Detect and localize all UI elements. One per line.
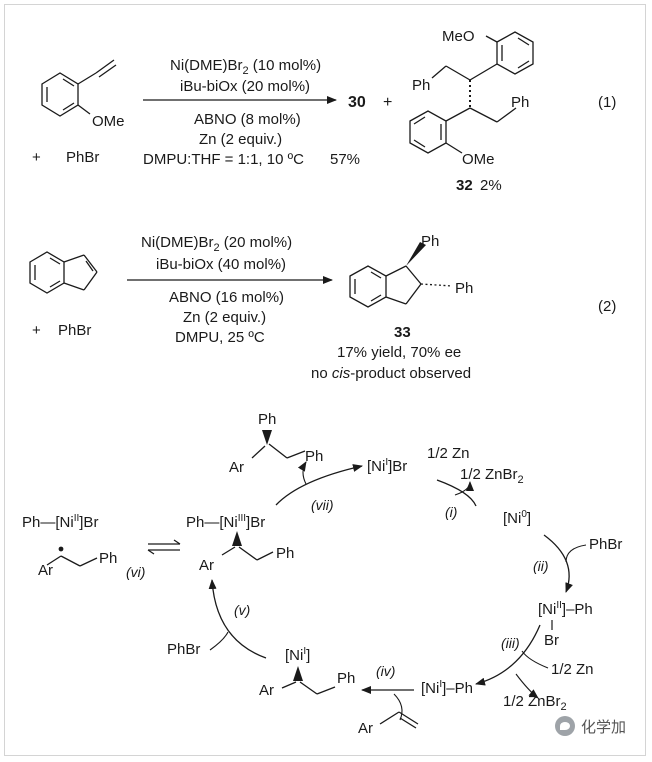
watermark: 化学加 xyxy=(555,714,626,738)
product-30-id: 30 xyxy=(348,94,366,111)
cycle-znbr2-i: 1/2 ZnBr2 xyxy=(460,466,524,486)
cycle-zn-i: 1/2 Zn xyxy=(427,445,470,462)
byproduct-ph-label-1: Ph xyxy=(412,77,430,94)
step-vi: (vi) xyxy=(126,564,145,580)
ni-alkyl-wedge xyxy=(293,666,303,681)
eq1-zn: Zn (2 equiv.) xyxy=(199,131,282,148)
arrow-step-i xyxy=(436,479,477,507)
eq2-note: no cis-product observed xyxy=(311,365,471,382)
species-ni-i-alkyl: [NiI] xyxy=(285,646,310,664)
eq1-catalyst: Ni(DME)Br2 (10 mol%) xyxy=(170,57,321,77)
ni-iii-wedge xyxy=(232,531,242,546)
cycle-znbr2-iii: 1/2 ZnBr2 xyxy=(503,693,567,713)
product-33-structure xyxy=(349,265,453,308)
step-i: (i) xyxy=(445,504,457,520)
product-33-ph-2: Ph xyxy=(455,280,473,297)
step-vii: (vii) xyxy=(311,497,334,513)
radical-ph: Ph xyxy=(99,550,117,567)
arrow-znbr2-out xyxy=(454,481,474,496)
arrow-phbr-in-v xyxy=(209,631,229,651)
arrow-zn-in xyxy=(521,650,549,669)
watermark-text: 化学加 xyxy=(581,717,627,736)
eq2-solvent-temp: DMPU, 25 ºC xyxy=(175,329,265,346)
step-v: (v) xyxy=(234,602,250,618)
substrate-2-methoxystyrene xyxy=(41,59,117,117)
arrow-phbr-in xyxy=(565,544,587,563)
cycle-product-wedge xyxy=(262,430,272,445)
eq1-abno: ABNO (8 mol%) xyxy=(194,111,301,128)
cycle-product xyxy=(251,443,306,459)
arrow-step-v xyxy=(208,579,267,659)
cycle-product-ph: Ph xyxy=(305,448,323,465)
cycle-phbr-v: PhBr xyxy=(167,641,200,658)
arrow-product-out xyxy=(297,461,307,485)
eq1-yield-30: 57% xyxy=(330,151,360,168)
byproduct-ome-label: OMe xyxy=(462,151,495,168)
ni-iii-ar: Ar xyxy=(199,557,214,574)
eq1-ligand: iBu-biOx (20 mol%) xyxy=(180,78,310,95)
species-ni-0: [Ni0] xyxy=(503,509,531,527)
species-ni-ii-radical: Ph—[NiII]Br xyxy=(22,513,98,531)
species-ni-ii-ph-br: [NiII]–Ph xyxy=(538,600,593,618)
eq1-plus-sign-2: + xyxy=(383,94,392,111)
ni-iii-chain xyxy=(221,546,274,561)
eq2-number: (2) xyxy=(598,298,616,315)
species-ni-i-br: [NiI]Br xyxy=(367,457,407,475)
radical-dot xyxy=(58,546,64,552)
product-33-ph-1: Ph xyxy=(421,233,439,250)
substrate-ome-label: OMe xyxy=(92,113,125,130)
ni-iii-ph: Ph xyxy=(276,545,294,562)
byproduct-32-structure xyxy=(409,31,534,154)
eq1-number: (1) xyxy=(598,94,616,111)
eq1-reagent-phbr: PhBr xyxy=(66,149,99,166)
radical-chain xyxy=(46,555,98,567)
byproduct-32-yield: 2% xyxy=(480,177,502,194)
byproduct-ph-label-2: Ph xyxy=(511,94,529,111)
cycle-zn-iii: 1/2 Zn xyxy=(551,661,594,678)
arrow-step-iii xyxy=(475,624,541,686)
step-ii: (ii) xyxy=(533,558,549,574)
byproduct-meo-label: MeO xyxy=(442,28,475,45)
wedge-bond xyxy=(406,242,426,266)
ni-alkyl-chain xyxy=(281,681,336,695)
equilibrium-arrows xyxy=(147,539,181,555)
eq2-zn: Zn (2 equiv.) xyxy=(183,309,266,326)
eq2-ligand: iBu-biOx (40 mol%) xyxy=(156,256,286,273)
equation-1 xyxy=(41,59,117,117)
radical-ar: Ar xyxy=(38,562,53,579)
cycle-product-ph-top: Ph xyxy=(258,411,276,428)
figure-frame xyxy=(4,4,646,756)
styrene-ar: Ar xyxy=(358,720,373,737)
eq2-plus-sign: + xyxy=(32,322,41,339)
styrene-substrate xyxy=(379,711,419,729)
eq2-reagent-phbr: PhBr xyxy=(58,322,91,339)
eq2-abno: ABNO (16 mol%) xyxy=(169,289,284,306)
arrow-styrene-in xyxy=(393,693,403,721)
step-iii: (iii) xyxy=(501,635,520,651)
eq1-plus-sign: + xyxy=(32,149,41,166)
eq1-solvent-temp: DMPU:THF = 1:1, 10 ºC xyxy=(143,151,304,168)
species-ni-i-ph: [NiI]–Ph xyxy=(421,679,473,697)
product-33-id: 33 xyxy=(394,324,411,341)
eq2-catalyst: Ni(DME)Br2 (20 mol%) xyxy=(141,234,292,254)
species-ni-iii: Ph—[NiIII]Br xyxy=(186,513,265,531)
species-br: Br xyxy=(544,632,559,649)
eq2-result: 17% yield, 70% ee xyxy=(337,344,461,361)
byproduct-32-id: 32 xyxy=(456,177,473,194)
ni-alkyl-ph: Ph xyxy=(337,670,355,687)
cycle-phbr-ii: PhBr xyxy=(589,536,622,553)
step-iv: (iv) xyxy=(376,663,395,679)
cycle-product-ar: Ar xyxy=(229,459,244,476)
ni-alkyl-ar: Ar xyxy=(259,682,274,699)
wechat-logo-icon xyxy=(555,716,575,736)
indene-structure xyxy=(29,251,98,294)
arrow-step-vii xyxy=(275,464,363,506)
arrow-znbr2-out-iii xyxy=(515,673,539,699)
